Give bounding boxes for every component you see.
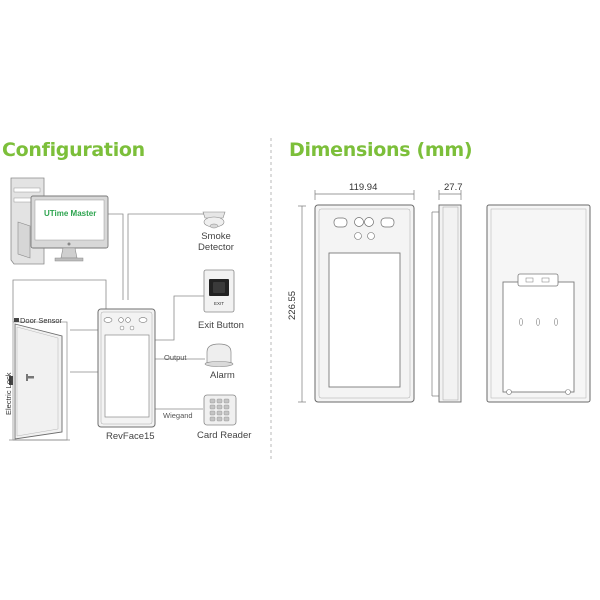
card-reader-label: Card Reader	[197, 430, 252, 441]
alarm-siren-icon	[204, 343, 234, 367]
desktop-computer-icon	[10, 177, 109, 265]
smoke-detector-label: Smoke Detector	[198, 231, 234, 253]
face-terminal-icon	[97, 308, 156, 428]
door-sensor-label: Door Sensor	[20, 316, 63, 325]
configuration-title: Configuration	[2, 139, 145, 161]
width-dimension-label: 119.94	[349, 182, 378, 193]
configuration-diagram: EXIT	[9, 177, 237, 441]
terminal-label: RevFace15	[106, 431, 155, 442]
front-view	[314, 204, 415, 403]
back-view	[486, 204, 591, 403]
exit-button-icon: EXIT	[203, 269, 235, 313]
wiegand-connection-label: Wiegand	[163, 411, 193, 420]
exit-button-label: Exit Button	[198, 320, 244, 331]
smoke-detector-icon	[202, 211, 226, 229]
depth-dimension-label: 27.7	[444, 182, 463, 193]
output-connection-label: Output	[164, 353, 187, 362]
side-view	[431, 204, 462, 403]
keypad-icon	[203, 394, 237, 426]
dimensions-diagram	[298, 190, 591, 403]
dimension-lines	[298, 190, 462, 403]
computer-screen-text: UTime Master	[44, 209, 97, 218]
electric-lock-label: Electric Lock	[4, 372, 13, 415]
exit-plate-text: EXIT	[214, 301, 224, 306]
door-icon	[9, 318, 70, 441]
alarm-label: Alarm	[210, 370, 235, 381]
dimensions-title: Dimensions (mm)	[289, 139, 473, 161]
height-dimension-label: 226.55	[287, 290, 298, 320]
